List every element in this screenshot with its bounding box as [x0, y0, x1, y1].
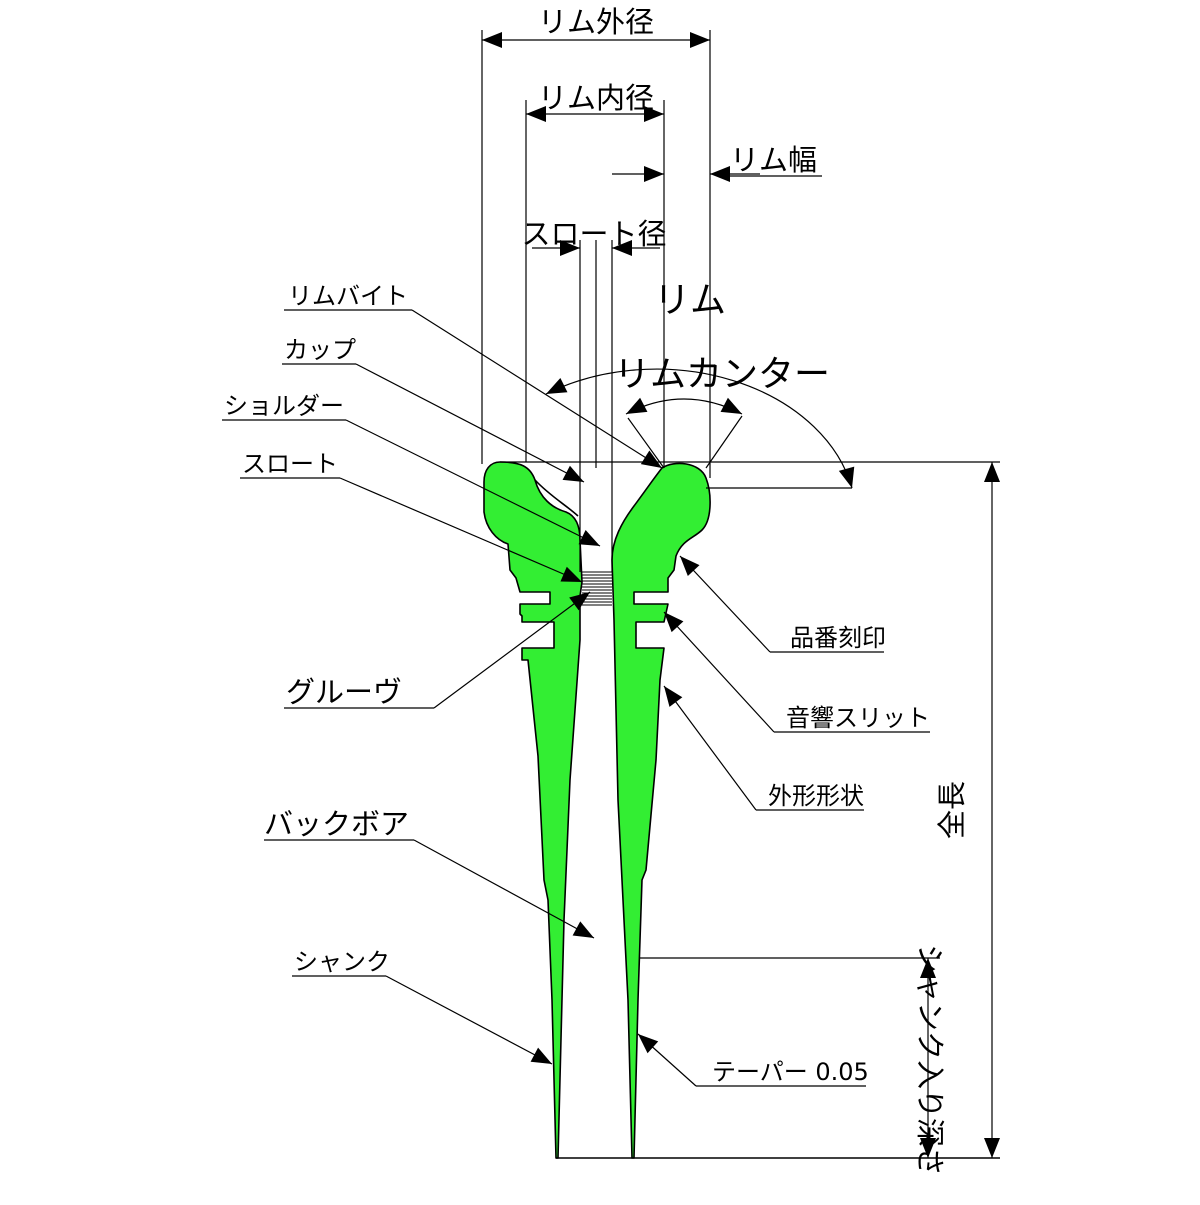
- mouthpiece-left-wall: [483, 461, 583, 1159]
- part-number-leader: [679, 555, 771, 653]
- right-callouts: 品番刻印 音響スリット 外形形状 テーパー 0.05: [637, 555, 930, 1087]
- acoustic-slit-leader: [663, 611, 775, 733]
- throat-diameter-label: スロート径: [521, 217, 666, 251]
- rim-bite-label: リムバイト: [288, 282, 408, 310]
- rim-arc: [545, 368, 855, 489]
- rim-contour-label: リムカンター: [614, 354, 830, 395]
- backbore-leader: [413, 839, 595, 939]
- backbore-label: バックボア: [264, 807, 409, 841]
- rim-label: リム: [654, 280, 726, 321]
- cup-leader: [355, 363, 585, 483]
- rim-bite-leader: [411, 309, 663, 469]
- taper-label: テーパー 0.05: [712, 1058, 869, 1086]
- shoulder-leader: [345, 419, 601, 547]
- throat-leader: [339, 477, 583, 583]
- taper-leader: [637, 1033, 697, 1087]
- shoulder-label: ショルダー: [224, 392, 344, 420]
- left-callouts: リムバイト カップ ショルダー スロート グルーヴ バックボア シャンク: [222, 282, 663, 1065]
- cup-contour-left: [534, 479, 579, 517]
- rim-inner-label: リム内径: [538, 81, 654, 115]
- throat-label: スロート: [242, 450, 338, 478]
- groove-leader: [433, 591, 591, 709]
- acoustic-slit-label: 音響スリット: [786, 704, 930, 732]
- outer-shape-label: 外形形状: [768, 782, 864, 810]
- rim-contour-arc: [625, 397, 743, 415]
- rim-width-label: リム幅: [730, 143, 817, 177]
- shank-depth-label: シャンク入り深さ: [913, 944, 947, 1176]
- rim-outer-label: リム外径: [538, 5, 654, 39]
- throat-groove-hatch: [582, 571, 612, 606]
- part-number-label: 品番刻印: [790, 624, 886, 652]
- shank-leader: [385, 975, 553, 1065]
- cup-label: カップ: [284, 336, 356, 364]
- groove-label: グルーヴ: [286, 675, 402, 709]
- mouthpiece-right-wall: [611, 462, 711, 1159]
- rim-contour-line-right: [705, 415, 743, 469]
- outer-shape-leader: [663, 685, 757, 811]
- rim-contour-line-left: [627, 417, 665, 469]
- shank-label: シャンク: [294, 948, 390, 976]
- overall-length-label: 全長: [935, 781, 969, 839]
